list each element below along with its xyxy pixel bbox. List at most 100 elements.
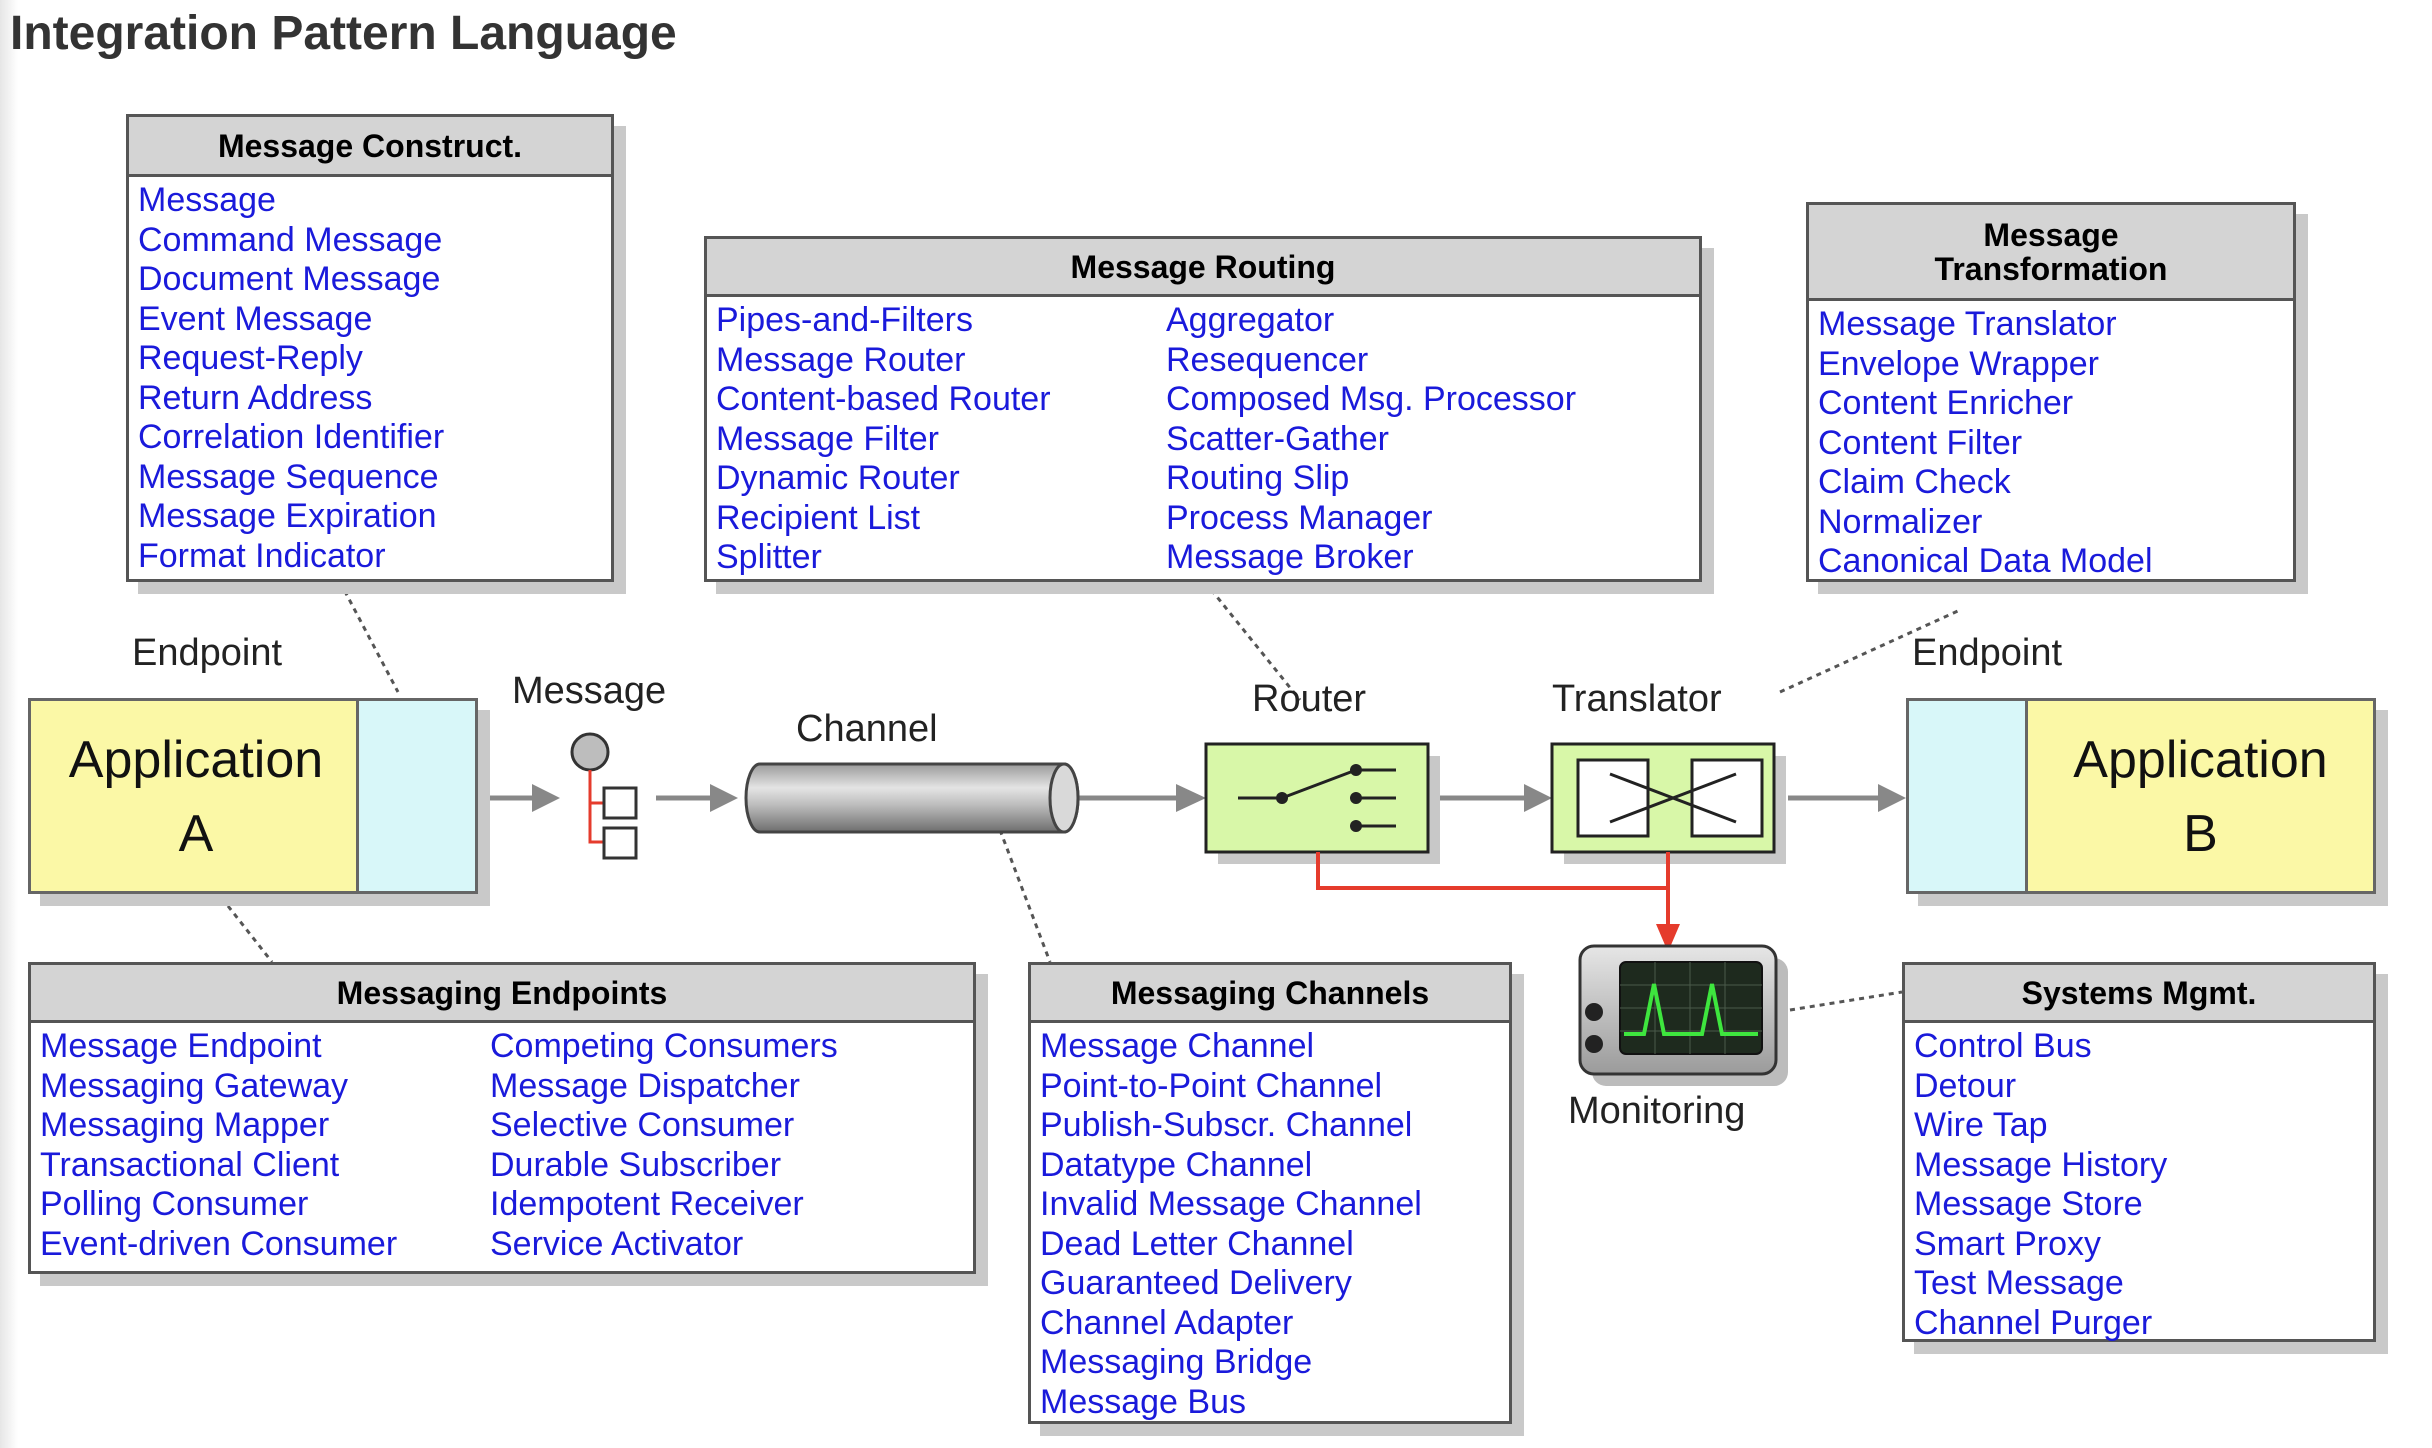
router-label: Router	[1252, 678, 1367, 720]
pattern-link[interactable]: Document Message	[138, 260, 441, 298]
pattern-link[interactable]: Envelope Wrapper	[1818, 344, 2099, 383]
pattern-link[interactable]: Correlation Identifier	[138, 418, 445, 456]
pattern-link[interactable]: Messaging Mapper	[40, 1106, 330, 1144]
pattern-link[interactable]: Format Indicator	[138, 536, 386, 575]
application-a-endpoint	[356, 701, 475, 891]
pattern-link[interactable]: Event Message	[138, 299, 373, 338]
pattern-link[interactable]: Message Router	[716, 340, 966, 379]
connector-endpoints	[226, 905, 274, 963]
messaging-endpoints-list: Message Endpoint Messaging Gateway Messa…	[31, 1023, 973, 1264]
pattern-link[interactable]: Invalid Message Channel	[1040, 1185, 1422, 1223]
pattern-link[interactable]: Durable Subscriber	[490, 1145, 782, 1184]
pattern-link[interactable]: Wire Tap	[1914, 1106, 2048, 1144]
message-routing-box: Message Routing Pipes-and-Filters Messag…	[704, 236, 1702, 582]
messaging-endpoints-col2: Competing Consumers Message Dispatcher S…	[490, 1027, 838, 1264]
message-construct-title: Message Construct.	[129, 117, 611, 177]
pattern-link[interactable]: Point-to-Point Channel	[1040, 1066, 1383, 1105]
pattern-link[interactable]: Test Message	[1914, 1264, 2124, 1302]
pattern-link[interactable]: Polling Consumer	[40, 1185, 309, 1223]
pattern-link[interactable]: Pipes-and-Filters	[716, 301, 973, 339]
pattern-link[interactable]: Content-based Router	[716, 380, 1051, 418]
message-label: Message	[512, 670, 667, 712]
pattern-link[interactable]: Smart Proxy	[1914, 1224, 2102, 1263]
translator-label: Translator	[1552, 678, 1722, 720]
router-icon	[1204, 742, 1440, 864]
application-b-endpoint	[1909, 701, 2028, 891]
message-routing-title: Message Routing	[707, 239, 1699, 297]
message-routing-list: Pipes-and-Filters Message Router Content…	[707, 297, 1699, 578]
pattern-link[interactable]: Message Broker	[1166, 538, 1414, 576]
pattern-link[interactable]: Message Dispatcher	[490, 1066, 800, 1105]
pattern-link[interactable]: Messaging Gateway	[40, 1066, 349, 1105]
pattern-link[interactable]: Content Filter	[1818, 423, 2023, 462]
pattern-link[interactable]: Channel Adapter	[1040, 1303, 1294, 1342]
pattern-link[interactable]: Normalizer	[1818, 502, 1983, 541]
pattern-link[interactable]: Scatter-Gather	[1166, 419, 1389, 458]
systems-mgmt-box: Systems Mgmt. Control Bus Detour Wire Ta…	[1902, 962, 2376, 1342]
application-b: Application B	[1906, 698, 2376, 894]
message-construct-col1: Message Command Message Document Message…	[138, 181, 444, 576]
pattern-link[interactable]: Messaging Bridge	[1040, 1343, 1313, 1381]
pattern-link[interactable]: Message Filter	[716, 419, 939, 458]
messaging-channels-col1: Message Channel Point-to-Point Channel P…	[1040, 1027, 1422, 1422]
application-a-label: Application A	[31, 723, 361, 871]
channel-label: Channel	[796, 708, 938, 750]
pattern-link[interactable]: Selective Consumer	[490, 1106, 795, 1144]
pattern-link[interactable]: Claim Check	[1818, 463, 2011, 501]
pattern-link[interactable]: Idempotent Receiver	[490, 1185, 804, 1223]
message-transformation-box: Message Transformation Message Translato…	[1806, 202, 2296, 582]
pattern-link[interactable]: Resequencer	[1166, 340, 1369, 379]
application-b-label: Application B	[2025, 723, 2376, 871]
pattern-link[interactable]: Canonical Data Model	[1818, 542, 2153, 580]
pattern-link[interactable]: Message Bus	[1040, 1382, 1246, 1421]
pattern-link[interactable]: Control Bus	[1914, 1027, 2092, 1065]
pattern-link[interactable]: Process Manager	[1166, 498, 1433, 537]
application-b-line2: B	[2183, 805, 2218, 863]
application-a: Application A	[28, 698, 478, 894]
page-title: Integration Pattern Language	[10, 7, 677, 60]
pattern-link[interactable]: Message History	[1914, 1145, 2168, 1184]
pattern-link[interactable]: Message	[138, 181, 276, 219]
endpoint-left-label: Endpoint	[132, 632, 283, 674]
pattern-link[interactable]: Event-driven Consumer	[40, 1224, 398, 1263]
pattern-link[interactable]: Content Enricher	[1818, 384, 2074, 422]
pattern-link[interactable]: Message Channel	[1040, 1027, 1315, 1065]
pattern-link[interactable]: Request-Reply	[138, 339, 363, 377]
pattern-link[interactable]: Detour	[1914, 1066, 2017, 1105]
messaging-channels-box: Messaging Channels Message Channel Point…	[1028, 962, 1512, 1424]
messaging-channels-title: Messaging Channels	[1031, 965, 1509, 1023]
pattern-link[interactable]: Aggregator	[1166, 301, 1335, 339]
pattern-link[interactable]: Transactional Client	[40, 1145, 340, 1184]
pattern-link[interactable]: Dynamic Router	[716, 459, 960, 497]
application-a-line1: Application	[68, 731, 324, 789]
pattern-link[interactable]: Competing Consumers	[490, 1027, 838, 1065]
pattern-link[interactable]: Command Message	[138, 220, 443, 259]
systems-mgmt-col1: Control Bus Detour Wire Tap Message Hist…	[1914, 1027, 2167, 1343]
pattern-link[interactable]: Composed Msg. Processor	[1166, 380, 1577, 418]
monitoring-label: Monitoring	[1568, 1090, 1746, 1132]
pattern-link[interactable]: Datatype Channel	[1040, 1145, 1313, 1184]
pattern-link[interactable]: Message Endpoint	[40, 1027, 322, 1065]
pattern-link[interactable]: Routing Slip	[1166, 459, 1350, 497]
connector-construct	[338, 581, 400, 693]
pattern-link[interactable]: Splitter	[716, 538, 822, 576]
pattern-link[interactable]: Message Sequence	[138, 457, 439, 496]
pattern-link[interactable]: Return Address	[138, 378, 373, 417]
messaging-endpoints-col1: Message Endpoint Messaging Gateway Messa…	[40, 1027, 490, 1264]
pattern-link[interactable]: Guaranteed Delivery	[1040, 1264, 1352, 1302]
connector-transformation	[1779, 608, 1961, 694]
monitoring-red-lines	[1316, 852, 1670, 928]
pattern-link[interactable]: Dead Letter Channel	[1040, 1224, 1354, 1263]
pattern-link[interactable]: Publish-Subscr. Channel	[1040, 1106, 1413, 1144]
message-routing-col2: Aggregator Resequencer Composed Msg. Pro…	[1166, 301, 1576, 578]
pattern-link[interactable]: Service Activator	[490, 1224, 744, 1263]
channel-pipe-icon	[744, 762, 1080, 834]
pattern-link[interactable]: Channel Purger	[1914, 1303, 2153, 1342]
pattern-link[interactable]: Message Store	[1914, 1185, 2143, 1223]
message-routing-col1: Pipes-and-Filters Message Router Content…	[716, 301, 1166, 578]
pattern-link[interactable]: Recipient List	[716, 498, 921, 537]
pattern-link[interactable]: Message Translator	[1818, 305, 2117, 343]
pattern-link[interactable]: Message Expiration	[138, 497, 437, 535]
messaging-endpoints-box: Messaging Endpoints Message Endpoint Mes…	[28, 962, 976, 1274]
